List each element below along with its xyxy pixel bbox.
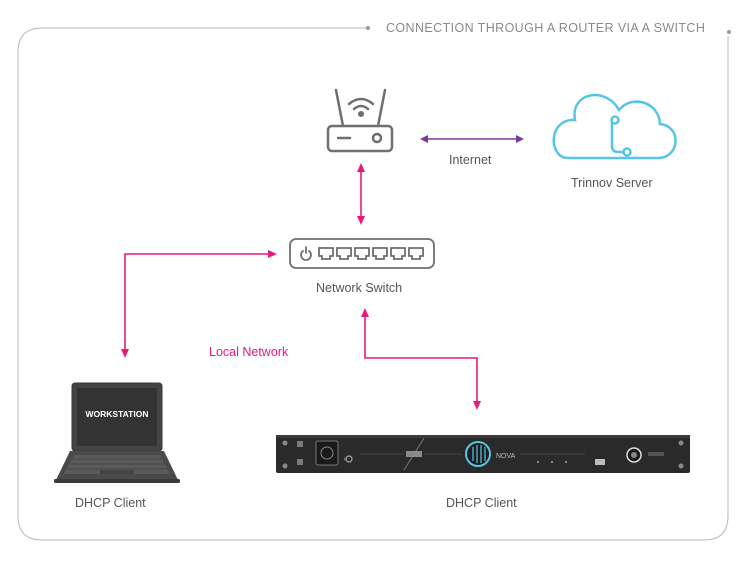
nova-device: NOVA <box>276 435 690 473</box>
diagram-title: CONNECTION THROUGH A ROUTER VIA A SWITCH <box>386 21 706 35</box>
nova-link <box>361 308 481 410</box>
router-icon <box>326 88 394 153</box>
server-label: Trinnov Server <box>571 176 653 190</box>
local-network-label: Local Network <box>209 345 289 359</box>
frame-dot-left <box>366 26 370 30</box>
frame-dot-right <box>727 30 731 34</box>
cloud-icon <box>552 93 677 160</box>
switch-label: Network Switch <box>316 281 403 295</box>
laptop-icon: WORKSTATION <box>54 382 180 483</box>
nova-device-text: NOVA <box>496 453 516 460</box>
internet-label: Internet <box>449 153 492 167</box>
workstation-client-label: DHCP Client <box>75 496 146 510</box>
internet-link <box>420 135 524 143</box>
workstation-screen-text: WORKSTATION <box>86 409 149 419</box>
frame-border <box>17 27 729 541</box>
nova-client-label: DHCP Client <box>446 496 517 510</box>
router-switch-link <box>357 163 365 225</box>
workstation-link <box>121 250 277 358</box>
switch-icon <box>289 238 435 269</box>
